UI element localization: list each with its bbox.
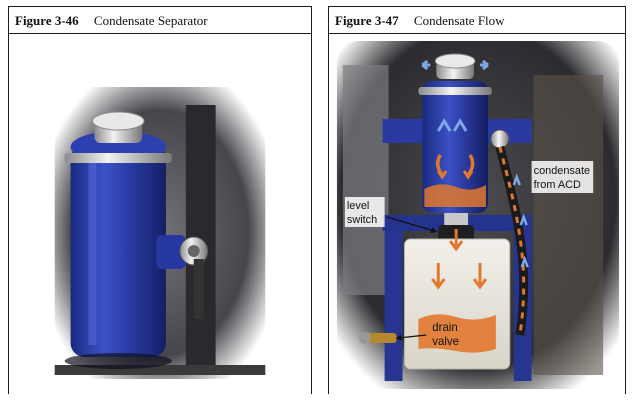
figure-number: Figure 3-47 bbox=[335, 13, 399, 28]
figure-3-47-panel: Figure 3-47 Condensate Flow bbox=[328, 6, 626, 394]
level-label-line2: switch bbox=[347, 214, 377, 226]
condensate-flow-photo: condensate from ACD level switch drain v… bbox=[329, 35, 625, 394]
condensate-label-line1: condensate bbox=[534, 165, 590, 177]
level-label-line1: level bbox=[347, 200, 369, 212]
drain-label-line1: drain bbox=[432, 322, 457, 334]
drain-label-line2: valve bbox=[432, 336, 459, 348]
figure-caption: Figure 3-47 Condensate Flow bbox=[329, 7, 625, 34]
figure-title: Condensate Flow bbox=[413, 13, 505, 28]
condensate-separator-photo bbox=[9, 35, 311, 394]
figure-number: Figure 3-46 bbox=[15, 13, 79, 28]
condensate-label-line2: from ACD bbox=[534, 179, 581, 191]
figure-3-46-panel: Figure 3-46 Condensate Separator bbox=[8, 6, 312, 394]
figure-caption: Figure 3-46 Condensate Separator bbox=[9, 7, 311, 34]
figure-title: Condensate Separator bbox=[93, 13, 208, 28]
